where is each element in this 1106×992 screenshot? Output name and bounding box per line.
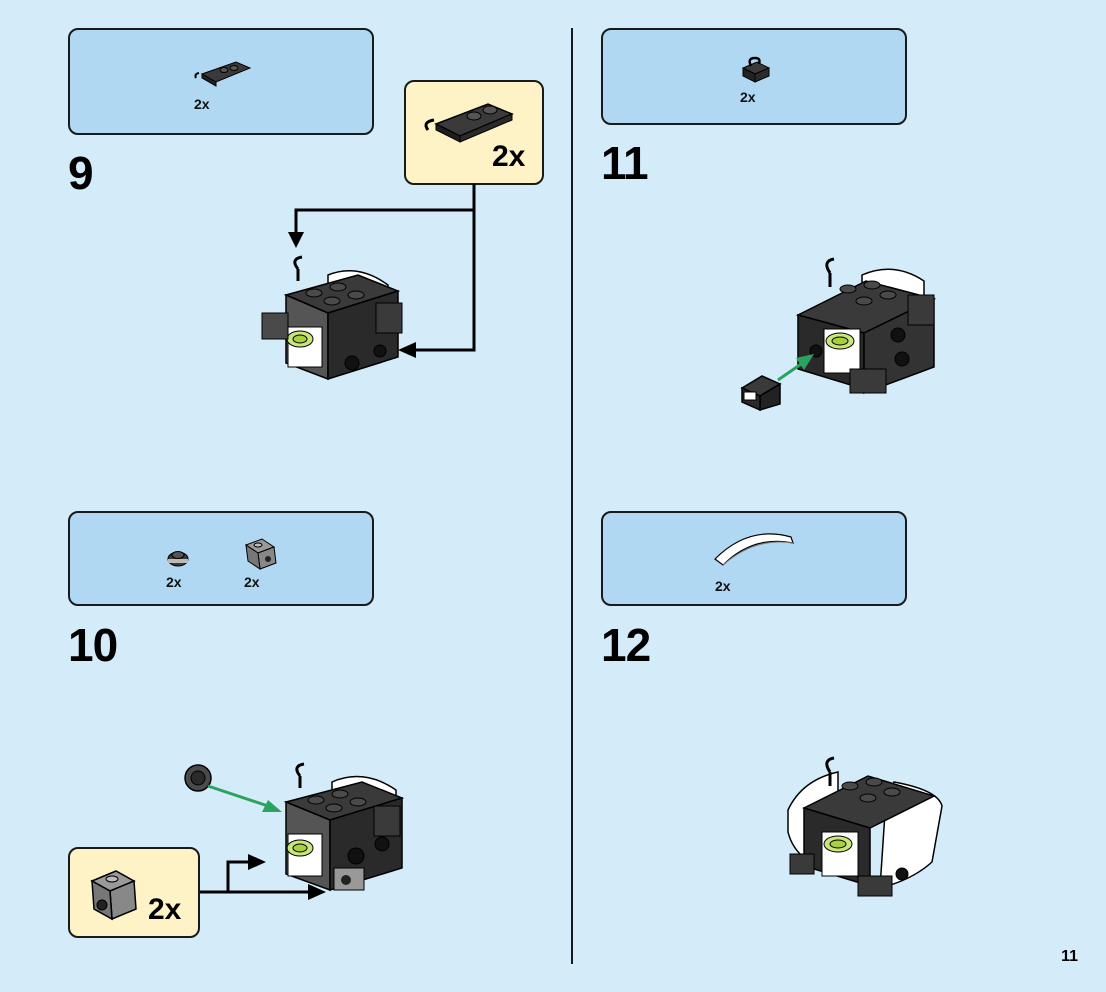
step-10-arrows bbox=[200, 850, 340, 930]
bracket-callout-icon bbox=[86, 865, 146, 925]
step-12-number: 12 bbox=[601, 618, 650, 672]
round-plate-icon bbox=[164, 545, 194, 569]
step-10-callout: 2x bbox=[68, 847, 200, 938]
bracket-icon bbox=[242, 535, 282, 571]
page-number: 11 bbox=[1061, 948, 1078, 966]
step-9-number: 9 bbox=[68, 146, 93, 200]
step-12-model bbox=[774, 758, 954, 908]
step-11-parts-panel: 2x bbox=[601, 28, 907, 125]
step-9-part-qty: 2x bbox=[194, 96, 210, 112]
step-9-callout: 2x bbox=[404, 80, 544, 185]
step-12-parts-panel: 2x bbox=[601, 511, 907, 606]
step-10-callout-qty: 2x bbox=[148, 893, 181, 927]
step-9-callout-qty: 2x bbox=[492, 140, 525, 174]
step-10-number: 10 bbox=[68, 618, 117, 672]
curved-slope-icon bbox=[711, 525, 801, 565]
plate-clip-icon bbox=[194, 60, 254, 90]
step-12-part-qty: 2x bbox=[715, 578, 731, 594]
step-11-part-qty: 2x bbox=[740, 89, 756, 105]
step-10-part-1-qty: 2x bbox=[166, 574, 182, 590]
step-9-model bbox=[258, 255, 418, 385]
column-divider bbox=[571, 28, 573, 964]
step-10-part-2-qty: 2x bbox=[244, 574, 260, 590]
plate-clip-callout-icon bbox=[422, 96, 522, 146]
step-9-parts-panel: 2x bbox=[68, 28, 374, 135]
step-10-parts-panel: 2x 2x bbox=[68, 511, 374, 606]
step-11-number: 11 bbox=[601, 136, 648, 190]
clip-plate-icon bbox=[739, 56, 773, 84]
step-11-green-arrow bbox=[774, 348, 834, 388]
